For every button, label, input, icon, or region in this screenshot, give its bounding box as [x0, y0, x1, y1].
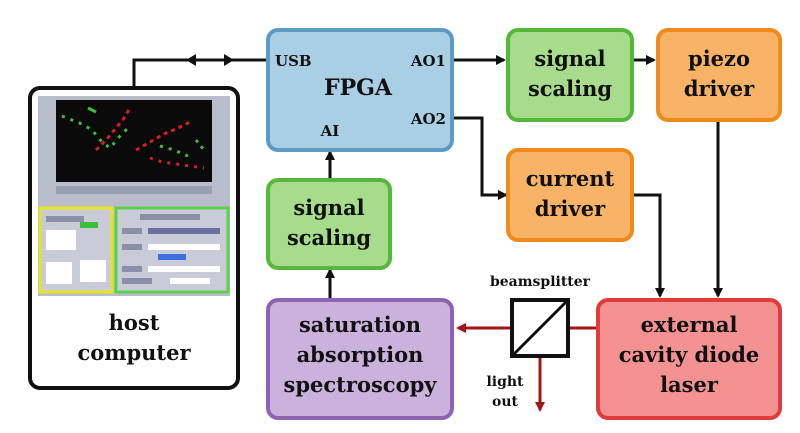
- saturation-line-2: absorption: [297, 342, 424, 367]
- saturation-line-1: saturation: [299, 312, 421, 337]
- fpga-port-ao2: AO2: [410, 110, 446, 128]
- connections: [132, 54, 723, 298]
- beamsplitter: beamsplitter: [490, 274, 591, 358]
- current-driver-block: current driver: [506, 148, 634, 242]
- host-computer-block: host computer: [28, 86, 240, 390]
- piezo-driver-block: piezo driver: [656, 28, 782, 122]
- screen-toolbar-strip: [56, 186, 212, 194]
- signal-scaling-left-line-2: scaling: [287, 225, 371, 250]
- fpga-block: FPGA USB AO1 AO2 AI: [266, 28, 454, 152]
- host-computer-line-2: computer: [77, 340, 191, 365]
- ao2-to-current: [452, 116, 508, 200]
- laser-line-3: laser: [660, 372, 719, 397]
- signal-scaling-left-line-1: signal: [293, 195, 364, 220]
- fpga-port-usb: USB: [275, 52, 312, 70]
- fpga-port-ao1: AO1: [410, 52, 446, 70]
- signal-scaling-top-line-2: scaling: [528, 76, 612, 101]
- computer-screen-thumbnail: [38, 96, 230, 296]
- piezo-driver-line-1: piezo: [688, 46, 750, 71]
- signal-scaling-top-block: signal scaling: [506, 28, 634, 122]
- signal-scaling-left-block: signal scaling: [266, 178, 392, 270]
- beamsplitter-label: beamsplitter: [490, 274, 591, 290]
- laser-block: external cavity diode laser: [596, 298, 782, 420]
- light-out-label: light out: [486, 374, 524, 410]
- signal-scaling-top-line-1: signal: [534, 46, 605, 71]
- current-driver-line-2: driver: [535, 196, 606, 221]
- usb-arrow-left: [186, 54, 196, 66]
- laser-line-2: cavity diode: [619, 342, 760, 367]
- usb-arrow-right: [224, 54, 234, 66]
- light-out-line-2: out: [492, 394, 519, 410]
- current-to-laser: [632, 193, 665, 298]
- light-out-line-1: light: [486, 374, 524, 390]
- beamsplitter-diagonal: [510, 298, 570, 358]
- fpga-port-ai: AI: [320, 122, 340, 140]
- piezo-driver-line-2: driver: [684, 76, 755, 101]
- current-driver-line-1: current: [526, 166, 615, 191]
- saturation-absorption-block: saturation absorption spectroscopy: [266, 298, 454, 420]
- screen-plot-traces: [61, 106, 206, 170]
- host-computer-line-1: host: [109, 310, 160, 335]
- usb-link: [132, 58, 268, 86]
- screen-plot-area: [56, 100, 212, 182]
- fpga-label: FPGA: [324, 75, 393, 101]
- saturation-line-3: spectroscopy: [284, 372, 438, 397]
- laser-line-1: external: [641, 312, 738, 337]
